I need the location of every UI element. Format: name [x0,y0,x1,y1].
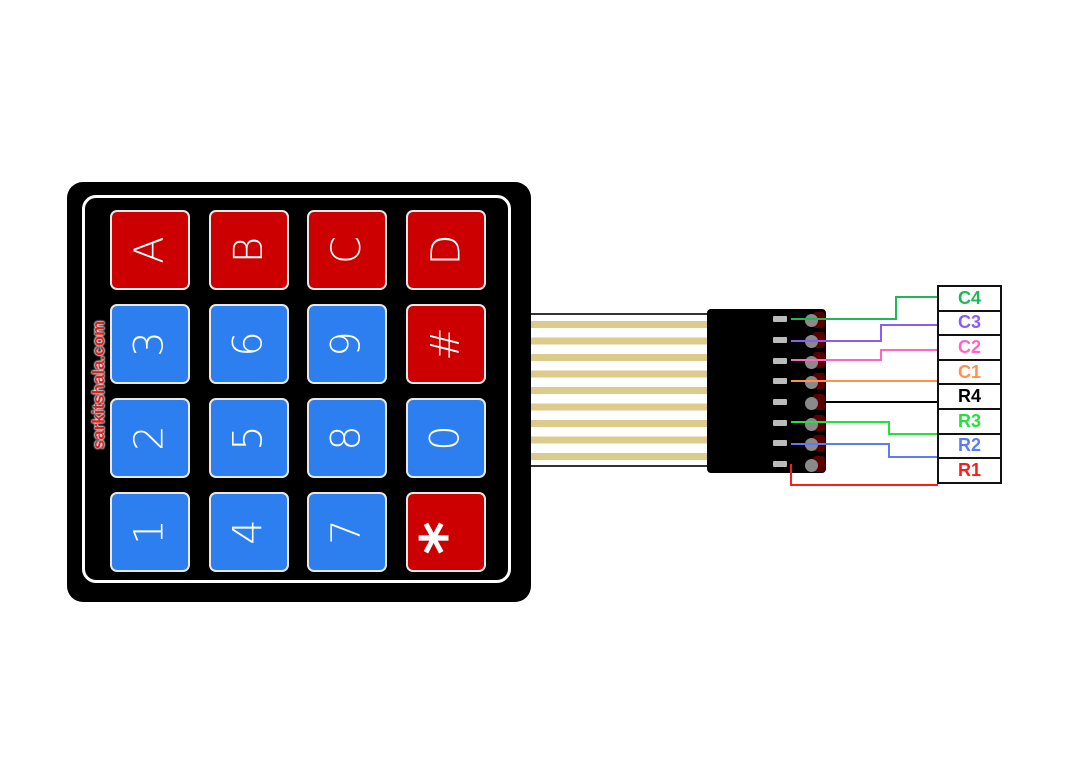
key-b[interactable]: B [209,210,289,290]
wire-c4 [791,296,938,320]
pin-pad-3 [773,358,787,364]
pin-hole-5 [805,397,818,410]
pin-pad-4 [773,378,787,384]
pin-pad-5 [773,399,787,405]
key-star[interactable]: * [406,492,486,572]
pin-pad-7 [773,440,787,446]
label-r3: R3 [937,407,1002,435]
pin-pad-1 [773,316,787,322]
key-0[interactable]: 0 [406,398,486,478]
key-hash[interactable]: # [406,304,486,384]
key-a[interactable]: A [110,210,190,290]
key-c[interactable]: C [307,210,387,290]
key-9[interactable]: 9 [307,304,387,384]
keypad-border [82,195,511,583]
pin-pad-8 [773,461,787,467]
label-r1: R1 [937,457,1002,484]
pin-pad-2 [773,337,787,343]
pin-hole-1 [805,314,818,327]
label-c4: C4 [937,285,1002,312]
pin-hole-8 [805,459,818,472]
key-1[interactable]: 1 [110,492,190,572]
wire-r2 [791,443,938,458]
label-c3: C3 [937,309,1002,337]
pin-label-table: C4 C3 C2 C1 R4 R3 R2 R1 [937,285,1002,484]
pin-pad-6 [773,420,787,426]
ribbon-cable [531,313,711,467]
key-2[interactable]: 2 [110,398,190,478]
key-6[interactable]: 6 [209,304,289,384]
label-r2: R2 [937,432,1002,460]
key-d[interactable]: D [406,210,486,290]
wire-r3 [791,421,938,435]
key-7[interactable]: 7 [307,492,387,572]
wire-c3 [791,324,938,342]
wire-r1 [790,464,938,486]
label-r4: R4 [937,383,1002,410]
pin-connector [707,309,826,473]
key-4[interactable]: 4 [209,492,289,572]
wire-c2 [791,349,938,361]
label-c1: C1 [937,358,1002,386]
key-8[interactable]: 8 [307,398,387,478]
key-3[interactable]: 3 [110,304,190,384]
pin-hole-4 [805,376,818,389]
key-5[interactable]: 5 [209,398,289,478]
label-c2: C2 [937,334,1002,361]
